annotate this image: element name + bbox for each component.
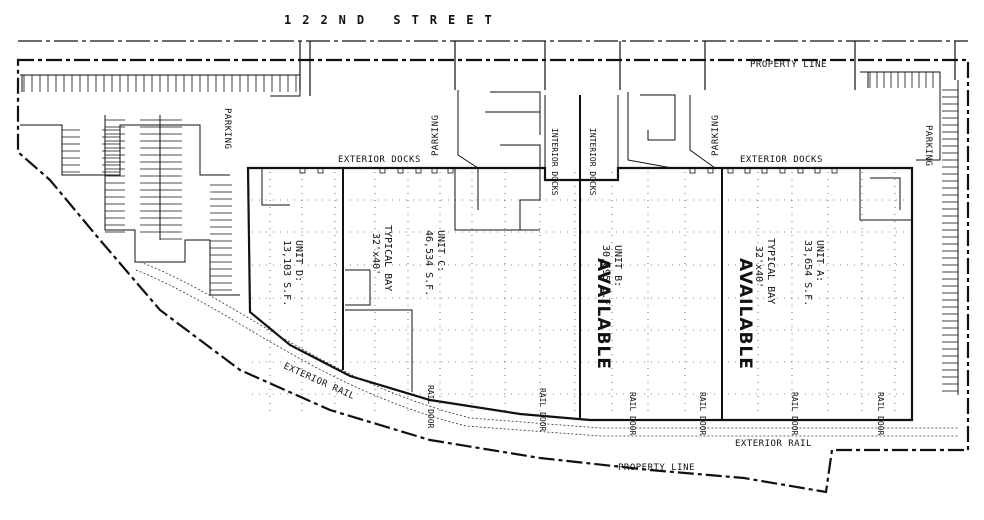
typical-bay-size-west: 32'x40' <box>370 233 381 275</box>
typical-bay-title-east: TYPICAL BAY <box>765 238 776 304</box>
dock-court-left <box>454 90 541 231</box>
demising-walls <box>342 95 723 420</box>
unit-b-name: UNIT B: <box>612 245 623 287</box>
dock-door <box>397 167 404 174</box>
dock-door <box>779 167 786 174</box>
dock-door <box>797 167 804 174</box>
parking-label-center-left: PARKING <box>431 115 441 156</box>
property-line-bottom-label: PROPERTY LINE <box>618 463 695 473</box>
rail-door-2: RAIL DOOR <box>538 388 547 432</box>
dock-door <box>831 167 838 174</box>
rail-door-5: RAIL DOOR <box>790 392 799 436</box>
parking-lot-west <box>20 74 301 296</box>
dock-door <box>415 167 422 174</box>
rail-door-label-4: RAIL DOOR <box>698 392 707 436</box>
interior-docks-label-left: INTERIOR DOCKS <box>550 128 559 196</box>
rail-door-3: RAIL DOOR <box>628 392 637 436</box>
parking-label-west: PARKING <box>222 108 232 149</box>
parking-lot-east <box>860 71 959 395</box>
available-label-unit-b: AVAILABLE <box>593 258 613 370</box>
dock-door <box>299 167 306 174</box>
office-areas <box>261 168 912 392</box>
unit-a-label: UNIT A: 33,654 S.F. <box>802 240 825 306</box>
unit-b-area: 30,695 S.F. <box>600 245 611 311</box>
typical-bay-label-east: TYPICAL BAY 32'x40' <box>753 238 776 304</box>
parking-stalls-west <box>23 75 297 291</box>
rail-door-4: RAIL DOOR <box>698 392 707 436</box>
exterior-docks-label-left: EXTERIOR DOCKS <box>338 155 421 165</box>
typical-bay-label-west: TYPICAL BAY 32'x40' <box>370 225 393 291</box>
rail-door-6: RAIL DOOR <box>876 392 885 436</box>
unit-d-label: UNIT D: 13,103 S.F. <box>281 240 304 306</box>
unit-d-area: 13,103 S.F. <box>281 240 292 306</box>
dock-door <box>727 167 734 174</box>
parking-label-center-right: PARKING <box>711 115 721 156</box>
driveway-cuts <box>299 41 956 96</box>
parking-stalls-east <box>869 72 958 392</box>
typical-bay-size-east: 32'x40' <box>753 246 764 288</box>
dock-door <box>814 167 821 174</box>
unit-c-area: 46,534 S.F. <box>423 230 434 296</box>
parking-label-east: PARKING <box>923 125 933 166</box>
dock-door <box>761 167 768 174</box>
unit-c-label: UNIT C: 46,534 S.F. <box>423 230 446 296</box>
rail-door-label-5: RAIL DOOR <box>790 392 799 436</box>
dock-door <box>707 167 714 174</box>
exterior-docks-label-right: EXTERIOR DOCKS <box>740 155 823 165</box>
unit-d-name: UNIT D: <box>293 240 304 282</box>
dock-door <box>317 167 324 174</box>
unit-b-label: UNIT B: 30,695 S.F. <box>600 245 623 311</box>
rail-door-label-2: RAIL DOOR <box>538 388 547 432</box>
dock-court-right <box>627 92 716 169</box>
property-line <box>16 58 970 494</box>
exterior-rail-label-east: EXTERIOR RAIL <box>735 439 812 449</box>
available-label-unit-a: AVAILABLE <box>735 258 755 370</box>
dock-doors <box>299 167 838 174</box>
unit-a-area: 33,654 S.F. <box>802 240 813 306</box>
unit-c-name: UNIT C: <box>435 230 446 272</box>
interior-docks-label-right: INTERIOR DOCKS <box>588 128 597 196</box>
property-line-top-label: PROPERTY LINE <box>750 60 827 70</box>
street-label: 122ND STREET <box>284 13 503 27</box>
exterior-rail-track <box>135 261 958 437</box>
rail-door-label-3: RAIL DOOR <box>628 392 637 436</box>
building-outline <box>246 166 914 422</box>
typical-bay-title-west: TYPICAL BAY <box>382 225 393 291</box>
dock-door <box>379 167 386 174</box>
dock-door <box>744 167 751 174</box>
rail-door-label-6: RAIL DOOR <box>876 392 885 436</box>
dock-door <box>447 167 454 174</box>
unit-a-name: UNIT A: <box>814 240 825 282</box>
dock-door <box>689 167 696 174</box>
dock-door <box>431 167 438 174</box>
